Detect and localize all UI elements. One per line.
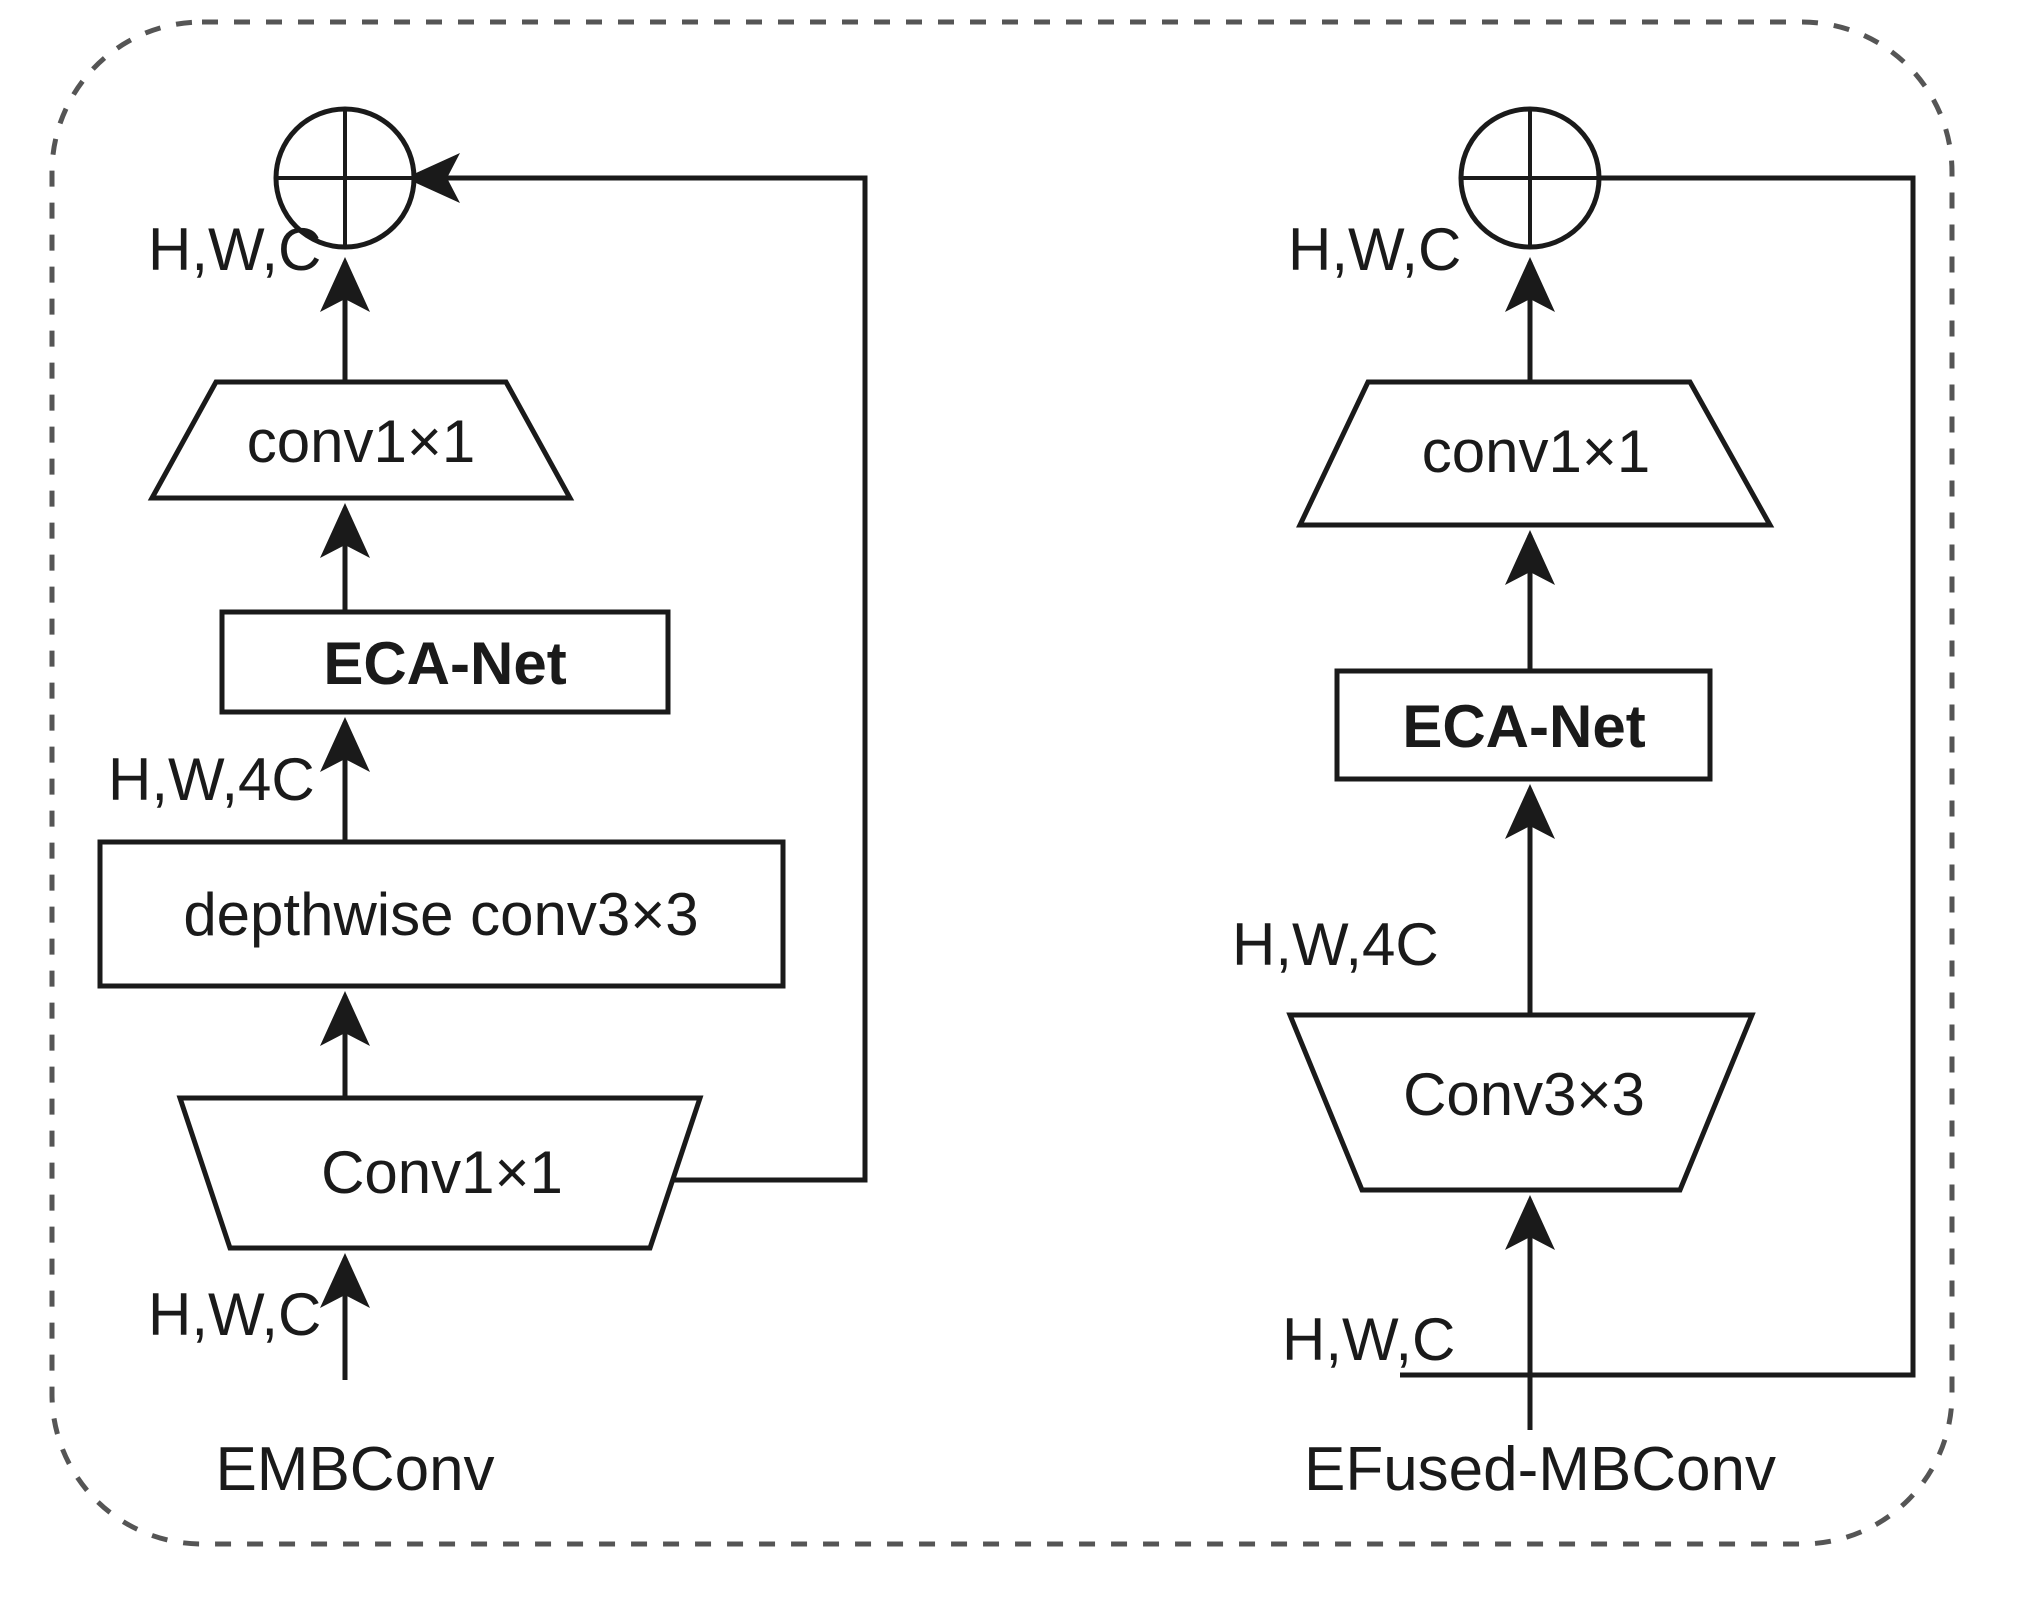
left-node-conv1x1-top-label: conv1×1 <box>247 408 476 475</box>
right-node-conv3x3 <box>1286 1012 1756 1193</box>
right-node-eca-net <box>1334 668 1713 782</box>
dashed-container-border <box>49 19 1955 1547</box>
right-dim-in-label: H,W,C <box>1282 1306 1455 1373</box>
right-block-caption: EFused-MBConv <box>1304 1435 1776 1504</box>
right-dim-mid-label: H,W,4C <box>1232 911 1439 978</box>
left-node-conv1x1-top <box>147 379 575 501</box>
left-node-eca-net <box>219 609 671 715</box>
right-node-eca-net-label: ECA-Net <box>1402 693 1645 760</box>
right-node-conv1x1-top-label: conv1×1 <box>1422 418 1651 485</box>
left-dim-mid-label: H,W,4C <box>108 746 315 813</box>
right-block-efused-mbconv: H,W,C conv1×1 ECA-Net H,W,4C Conv3×3 H,W… <box>1232 106 1916 1504</box>
left-node-depthwise-conv3x3 <box>97 839 786 989</box>
left-node-conv1x1-bottom <box>176 1095 704 1251</box>
right-dim-out-label: H,W,C <box>1288 216 1461 283</box>
left-block-embconv: H,W,C conv1×1 ECA-Net H,W,4C depthwise c… <box>97 106 868 1504</box>
right-skip-connection <box>1400 153 1916 1378</box>
left-dim-in-label: H,W,C <box>148 1281 321 1348</box>
left-dim-out-label: H,W,C <box>148 216 321 283</box>
right-node-conv3x3-label: Conv3×3 <box>1403 1061 1645 1128</box>
left-node-depthwise-conv3x3-label: depthwise conv3×3 <box>183 881 698 948</box>
right-node-conv1x1-top <box>1296 379 1775 528</box>
left-node-conv1x1-bottom-label: Conv1×1 <box>321 1139 563 1206</box>
left-node-eca-net-label: ECA-Net <box>323 630 566 697</box>
left-block-caption: EMBConv <box>215 1435 494 1504</box>
